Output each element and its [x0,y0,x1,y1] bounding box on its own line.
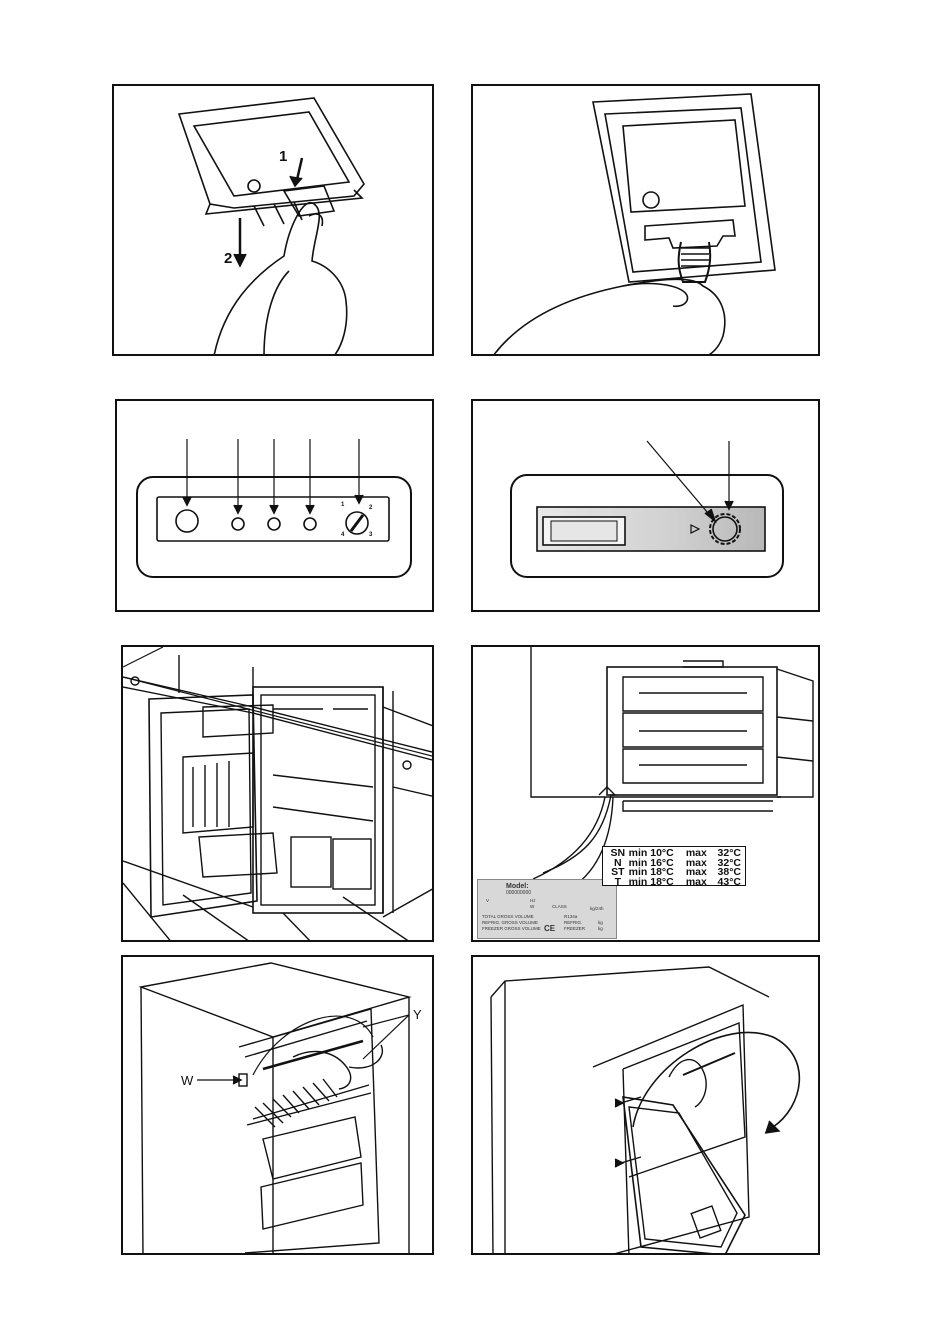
plate-kg24h-label: kg/24h [590,906,604,911]
panel-lamp-cover-removal: 1 2 [112,84,434,356]
plate-voltage-label: V [486,898,489,903]
climate-class-table: SN min 10°C max 32°C N min 16°C max 32°C… [602,846,746,886]
plate-refrig-volume: REFRIG. GROSS VOLUME [482,920,538,925]
panel-bulb-replacement [471,84,820,356]
plate-model-label: Model: [506,883,529,890]
plate-refrigerant: R134a [564,914,577,919]
lamp-cover-illustration [114,86,434,356]
dial-number-4: 4 [341,532,344,538]
plate-watt-label: W [530,904,534,909]
arrow-2-label: 2 [224,250,232,267]
fridge-interior-illustration [123,957,434,1255]
panel-fridge-interior: W Y [121,955,434,1255]
dial-number-3: 3 [369,532,372,538]
panel-door-reversal [471,955,820,1255]
panel-fridge-installed [121,645,434,942]
plate-total-volume: TOTAL GROSS VOLUME [482,914,534,919]
panel-rating-plate: Model: 000000000 V Hz W CLASS kg/24h TOT… [471,645,820,942]
label-w: W [181,1073,193,1088]
plate-freezer-short: FREEZER [564,926,585,931]
control-panel-illustration [117,401,434,612]
bulb-replacement-illustration [473,86,820,356]
dial-number-1: 1 [341,502,344,508]
thermostat-display-illustration [473,401,820,612]
plate-kg-2: kg [598,926,603,931]
arrow-1-label: 1 [279,148,287,165]
plate-kg-1: kg [598,920,603,925]
fridge-installed-illustration [123,647,434,942]
dial-number-2: 2 [369,505,372,511]
plate-ce-mark: CE [544,924,555,933]
label-y: Y [413,1007,422,1022]
panel-control-panel: 1 2 3 4 [115,399,434,612]
rating-plate: Model: 000000000 V Hz W CLASS kg/24h TOT… [477,879,617,939]
plate-freezer-volume: FREEZER GROSS VOLUME [482,926,541,931]
plate-class-label: CLASS [552,904,567,909]
plate-hertz-label: Hz [530,898,536,903]
door-reversal-illustration [473,957,820,1255]
panel-thermostat-display [471,399,820,612]
plate-refrig-short: REFRIG. [564,920,582,925]
climate-row-t: T min 18°C max 43°C [607,878,741,888]
plate-model-number: 000000000 [506,890,531,896]
